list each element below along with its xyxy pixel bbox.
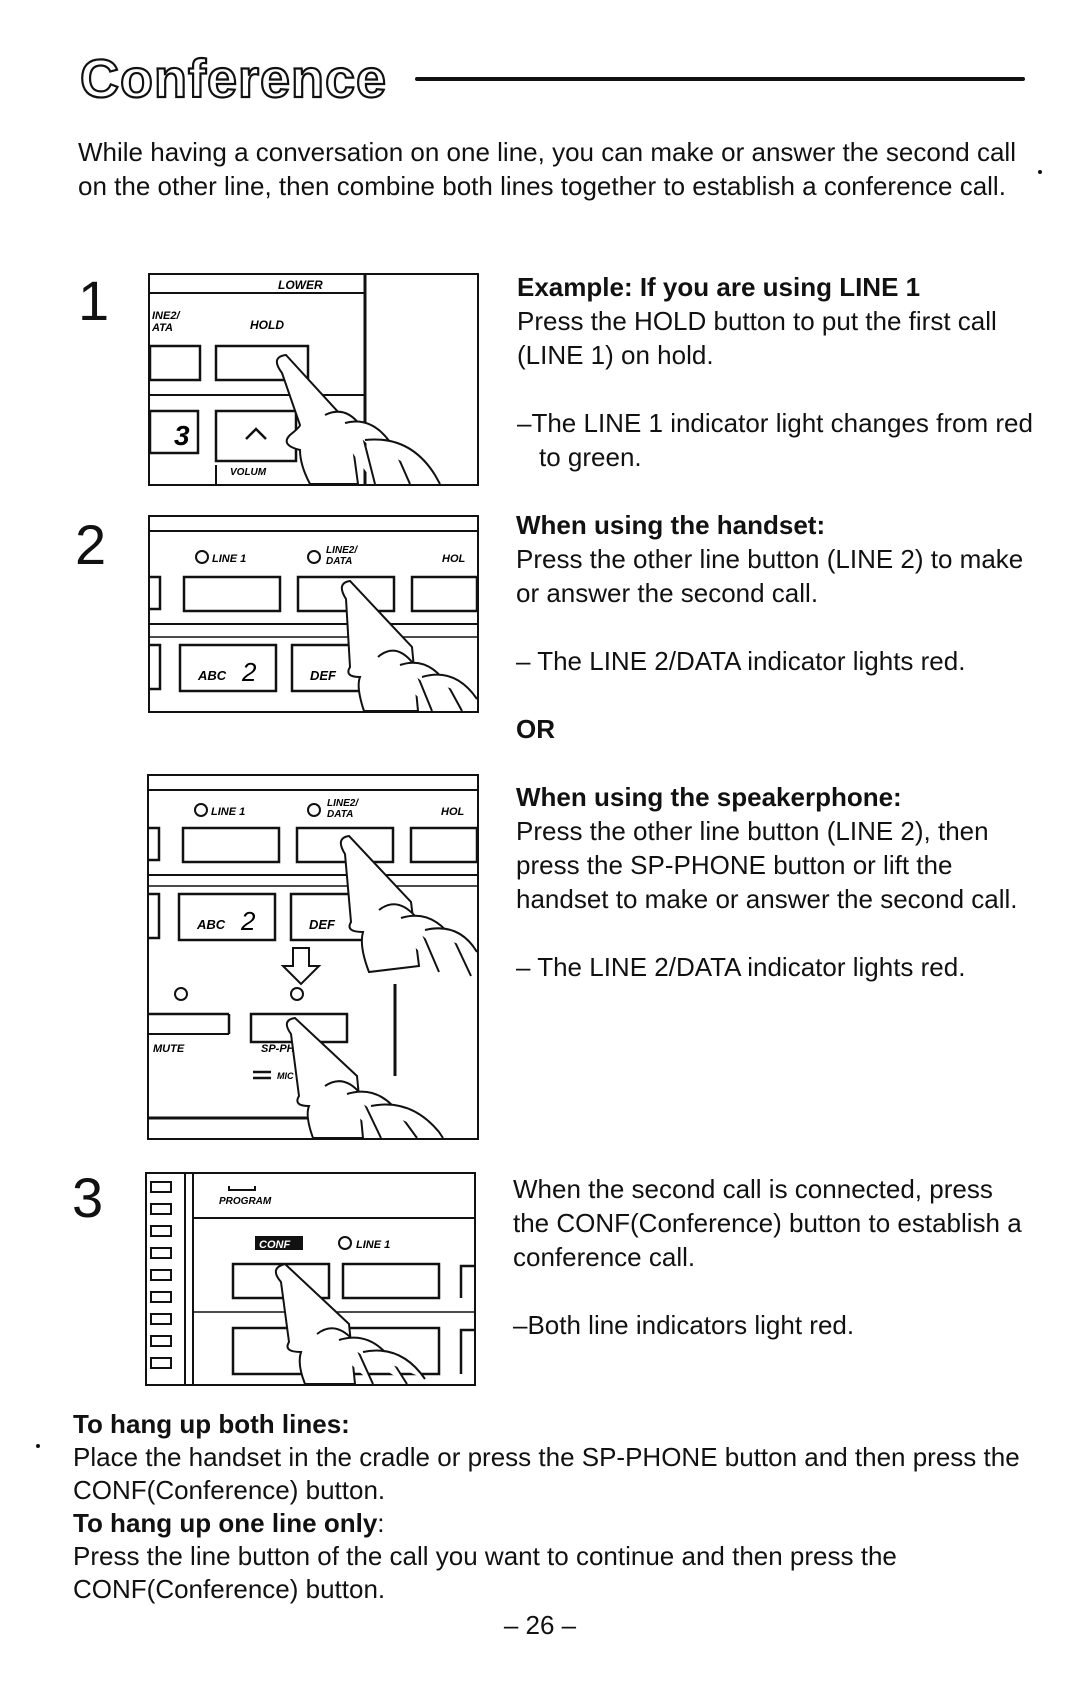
fig1-lower-label: LOWER xyxy=(278,278,323,292)
step-number-1: 1 xyxy=(78,269,110,332)
fig1-hold-label: HOLD xyxy=(250,318,284,332)
fig1-volume-label: VOLUM xyxy=(230,467,267,478)
fig2b-abc-label: ABC xyxy=(196,917,226,932)
fig2b-line1-label: LINE 1 xyxy=(211,806,245,818)
step-1-heading: Example: If you are using LINE 1 xyxy=(517,272,921,302)
fig2b-hand-icon-lower xyxy=(285,1016,444,1138)
fig2b-def-label: DEF xyxy=(309,917,336,932)
fig1-volume-button xyxy=(214,409,298,463)
step-2-text: Press the other line button (LINE 2) to … xyxy=(516,544,1024,608)
fig1-line2-label: INE2/ xyxy=(152,310,181,322)
step-1-block: Example: If you are using LINE 1 Press t… xyxy=(517,270,1037,474)
fig2a-hold-button xyxy=(410,575,477,613)
fig2a-abc2-key xyxy=(178,643,278,693)
step-2-heading: When using the handset: xyxy=(516,510,826,540)
fig3-side-keys xyxy=(150,1181,172,1369)
step-2-heading-2: When using the speakerphone: xyxy=(516,782,902,812)
fig1-data-label: ATA xyxy=(151,322,173,334)
fig2b-mute-label: MUTE xyxy=(153,1043,185,1055)
fig1-hold-button xyxy=(214,344,310,382)
step-3-note: –Both line indicators light red. xyxy=(513,1310,855,1340)
hangup-one-heading: To hang up one line only: xyxy=(73,1508,385,1538)
fig3-conf-label: CONF xyxy=(259,1239,290,1251)
step-1-note: –The LINE 1 indicator light changes from… xyxy=(517,408,1033,472)
fig2b-line1-button xyxy=(181,826,281,864)
page-number: – 26 – xyxy=(503,1610,577,1640)
fig2b-hold-label: HOL xyxy=(441,806,465,818)
fig2a-abc-label: ABC xyxy=(197,668,227,683)
fig2a-line2-label: LINE2/ xyxy=(326,545,358,556)
fig3-conf-button xyxy=(231,1262,331,1300)
fig3-line1-label: LINE 1 xyxy=(356,1239,390,1251)
fig2a-hold-label: HOL xyxy=(442,553,466,565)
hangup-one-text: Press the line button of the call you wa… xyxy=(73,1541,897,1604)
step-1-text: Press the HOLD button to put the first c… xyxy=(517,306,997,370)
step-number-2: 2 xyxy=(75,513,107,576)
fig1-key-3-label: 3 xyxy=(174,420,190,451)
fig2b-sp-label: SP-PH xyxy=(261,1043,296,1055)
hangup-both-heading: To hang up both lines: xyxy=(73,1409,350,1439)
fig2b-hold-button xyxy=(409,826,477,864)
fig2a-key2-label: 2 xyxy=(241,657,257,687)
step-2-note: – The LINE 2/DATA indicator lights red. xyxy=(516,646,966,676)
down-arrow-icon xyxy=(280,947,322,986)
figure-step-2a: LINE 1 LINE2/ DATA HOL ABC 2 DEF 3 xyxy=(148,515,479,713)
intro-paragraph: While having a conversation on one line,… xyxy=(78,137,1016,201)
step-2-note-2: – The LINE 2/DATA indicator lights red. xyxy=(516,952,966,982)
fig2b-key2-label: 2 xyxy=(240,906,256,936)
step-2-or: OR xyxy=(516,714,555,744)
title-rule xyxy=(415,77,1025,81)
fig2a-hand-icon xyxy=(340,579,477,711)
fig2b-hand-icon-upper xyxy=(339,834,477,977)
hangup-section: To hang up both lines: Place the handset… xyxy=(73,1408,1033,1606)
fig2b-data-label: DATA xyxy=(327,809,353,820)
fig2a-data-label: DATA xyxy=(326,556,352,567)
fig3-conf-tag xyxy=(255,1236,303,1250)
stray-dot xyxy=(1038,170,1042,174)
figure-step-2b: LINE 1 LINE2/ DATA HOL ABC 2 DEF 3 MUTE … xyxy=(147,774,479,1140)
fig2b-line2-label: LINE2/ xyxy=(327,798,359,809)
fig2b-mic-label: MIC xyxy=(277,1071,294,1081)
fig3-program-label: PROGRAM xyxy=(219,1196,272,1207)
step-3-block: When the second call is connected, press… xyxy=(513,1172,1033,1342)
fig2a-def-label: DEF xyxy=(310,668,337,683)
step-number-3: 3 xyxy=(72,1166,104,1229)
step-3-text: When the second call is connected, press… xyxy=(513,1174,1022,1272)
figure-step-1: LOWER INE2/ ATA HOLD 3 VOLUM xyxy=(148,273,479,486)
fig2a-line1-label: LINE 1 xyxy=(212,553,246,565)
hangup-both-text: Place the handset in the cradle or press… xyxy=(73,1442,1020,1505)
fig3-line1-button xyxy=(341,1262,441,1300)
fig2a-line1-button xyxy=(182,575,282,613)
fig1-key-3 xyxy=(150,409,200,455)
step-2-text-2: Press the other line button (LINE 2), th… xyxy=(516,816,1018,914)
fig1-hand-icon xyxy=(275,353,441,484)
fig3-hand-icon xyxy=(274,1262,426,1384)
figure-step-3: PROGRAM CONF LINE 1 xyxy=(145,1172,476,1386)
fig2b-abc2-key xyxy=(177,892,277,942)
step-2-block: When using the handset: Press the other … xyxy=(516,508,1036,984)
page-title: Conference xyxy=(79,48,388,110)
fig1-line2-button xyxy=(150,344,202,382)
stray-dot-left xyxy=(36,1444,40,1448)
